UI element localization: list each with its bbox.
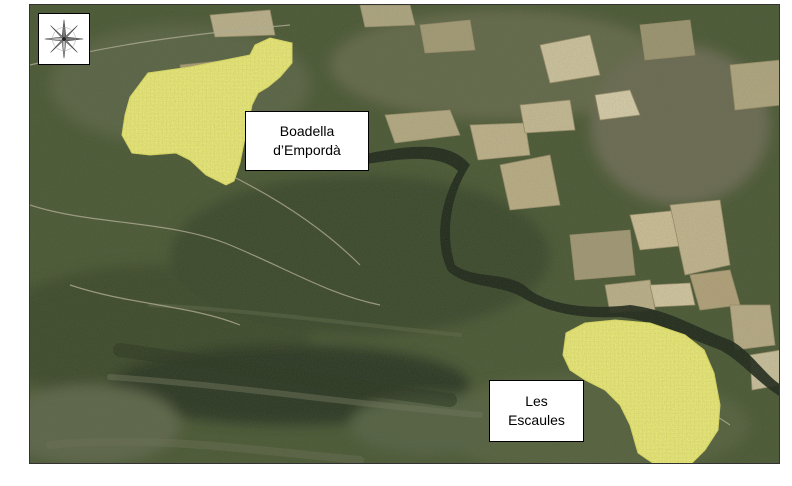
- compass-box: [38, 13, 90, 65]
- compass-rose-icon: [44, 19, 84, 59]
- noise-texture: [30, 5, 779, 463]
- place-label-boadella: Boadella d’Empordà: [245, 111, 369, 171]
- place-label-line: Escaules: [508, 412, 565, 428]
- place-label-escaules: Les Escaules: [489, 380, 584, 442]
- aerial-photo: [30, 5, 779, 463]
- place-label-line: Boadella: [279, 123, 335, 139]
- map-frame: Boadella d’Empordà Les Escaules: [29, 4, 780, 464]
- place-label-line: d’Empordà: [273, 142, 341, 158]
- place-label-line: Les: [525, 393, 548, 409]
